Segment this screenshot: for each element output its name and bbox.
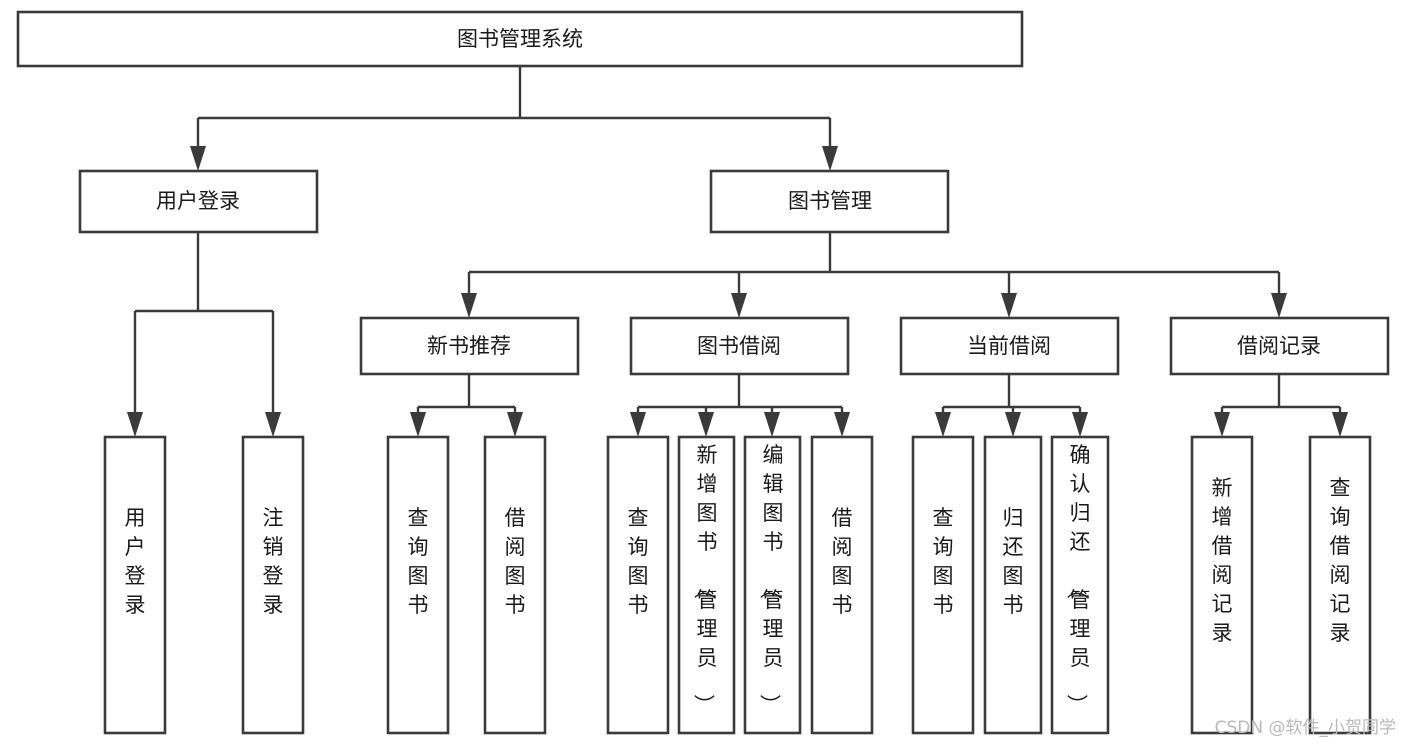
node-user-login-box[interactable] bbox=[78, 169, 319, 234]
leaf-borrow-book-1-label: 借阅图书 bbox=[505, 506, 526, 617]
leaf-borrow-book-2-box[interactable] bbox=[810, 435, 874, 735]
arrowhead-user-logout bbox=[265, 412, 281, 437]
connector-layer bbox=[127, 66, 1348, 437]
leaf-query-borrow-record[interactable]: 查询借阅记录 bbox=[1308, 435, 1372, 735]
node-new-book-recommend[interactable]: 新书推荐 bbox=[359, 316, 580, 376]
leaf-query-borrow-record-box[interactable] bbox=[1308, 435, 1372, 735]
leaf-add-book-admin-label: 新增图书（管理员） bbox=[692, 443, 718, 715]
leaf-edit-book-admin-box[interactable] bbox=[743, 435, 802, 735]
node-borrow-record[interactable]: 借阅记录 bbox=[1169, 316, 1390, 376]
leaf-add-book-admin[interactable]: 新增图书（管理员） bbox=[677, 435, 736, 735]
node-book-borrow[interactable]: 图书借阅 bbox=[629, 316, 850, 376]
arrowhead-borrow-record bbox=[1271, 293, 1287, 318]
leaf-query-book-2[interactable]: 查询图书 bbox=[606, 435, 670, 735]
node-new-book-recommend-box[interactable] bbox=[359, 316, 580, 376]
node-root-box[interactable] bbox=[16, 10, 1024, 68]
leaf-user-logout-box[interactable] bbox=[241, 435, 305, 735]
leaf-return-book[interactable]: 归还图书 bbox=[983, 435, 1043, 735]
node-borrow-record-box[interactable] bbox=[1169, 316, 1390, 376]
leaf-user-logout-label: 注销登录 bbox=[263, 506, 284, 617]
leaf-query-book-3-label: 查询图书 bbox=[933, 506, 954, 617]
leaf-confirm-return-admin-label: 确认归还（管理员） bbox=[1065, 443, 1091, 715]
arrowhead-query-borrow-record bbox=[1332, 412, 1348, 437]
leaf-borrow-book-1-box[interactable] bbox=[483, 435, 547, 735]
node-current-borrow-label: 当前借阅 bbox=[967, 334, 1051, 358]
arrowhead-borrow-book-2 bbox=[834, 412, 850, 437]
node-book-borrow-label: 图书借阅 bbox=[697, 334, 781, 358]
leaf-edit-book-admin-label: 编辑图书（管理员） bbox=[758, 443, 784, 715]
csdn-watermark: CSDN @软件_小贺同学 bbox=[1215, 718, 1396, 738]
arrowhead-query-book-2 bbox=[630, 412, 646, 437]
node-book-borrow-box[interactable] bbox=[629, 316, 850, 376]
leaf-add-borrow-record-box[interactable] bbox=[1190, 435, 1254, 735]
arrowhead-edit-book-admin bbox=[764, 412, 780, 437]
leaf-confirm-return-admin[interactable]: 确认归还（管理员） bbox=[1050, 435, 1110, 735]
node-user-login-label: 用户登录 bbox=[156, 189, 240, 213]
leaf-add-borrow-record[interactable]: 新增借阅记录 bbox=[1190, 435, 1254, 735]
leaf-add-borrow-record-label: 新增借阅记录 bbox=[1212, 476, 1233, 645]
node-book-management[interactable]: 图书管理 bbox=[709, 169, 950, 234]
leaf-query-book-1[interactable]: 查询图书 bbox=[386, 435, 450, 735]
arrowhead-query-book-3 bbox=[935, 412, 951, 437]
leaf-borrow-book-2[interactable]: 借阅图书 bbox=[810, 435, 874, 735]
leaf-query-book-3-box[interactable] bbox=[911, 435, 975, 735]
arrowhead-borrow-book-1 bbox=[507, 412, 523, 437]
node-current-borrow-box[interactable] bbox=[899, 316, 1120, 376]
leaf-return-book-box[interactable] bbox=[983, 435, 1043, 735]
node-current-borrow[interactable]: 当前借阅 bbox=[899, 316, 1120, 376]
leaf-user-login-do[interactable]: 用户登录 bbox=[103, 435, 167, 735]
leaf-confirm-return-admin-box[interactable] bbox=[1050, 435, 1110, 735]
leaf-user-login-do-label: 用户登录 bbox=[125, 506, 146, 617]
arrowhead-book-borrow bbox=[731, 293, 747, 318]
node-user-login[interactable]: 用户登录 bbox=[78, 169, 319, 234]
arrowhead-current-borrow bbox=[1001, 293, 1017, 318]
arrowhead-new-book-recommend bbox=[461, 293, 477, 318]
leaf-user-logout[interactable]: 注销登录 bbox=[241, 435, 305, 735]
node-book-management-label: 图书管理 bbox=[788, 189, 872, 213]
arrowhead-confirm-return-admin bbox=[1072, 412, 1088, 437]
leaf-query-borrow-record-label: 查询借阅记录 bbox=[1330, 476, 1351, 645]
arrowhead-user-login-do bbox=[127, 412, 143, 437]
arrowhead-book-management bbox=[822, 146, 838, 171]
leaf-borrow-book-1[interactable]: 借阅图书 bbox=[483, 435, 547, 735]
arrowhead-user-login bbox=[190, 146, 206, 171]
arrowhead-add-book-admin bbox=[698, 412, 714, 437]
leaf-query-book-1-label: 查询图书 bbox=[408, 506, 429, 617]
node-root-label: 图书管理系统 bbox=[457, 27, 583, 51]
leaf-edit-book-admin[interactable]: 编辑图书（管理员） bbox=[743, 435, 802, 735]
arrowhead-query-book-1 bbox=[410, 412, 426, 437]
arrowhead-add-borrow-record bbox=[1214, 412, 1230, 437]
node-borrow-record-label: 借阅记录 bbox=[1237, 334, 1321, 358]
leaf-query-book-2-box[interactable] bbox=[606, 435, 670, 735]
leaf-query-book-3[interactable]: 查询图书 bbox=[911, 435, 975, 735]
leaf-query-book-1-box[interactable] bbox=[386, 435, 450, 735]
leaf-add-book-admin-box[interactable] bbox=[677, 435, 736, 735]
node-new-book-recommend-label: 新书推荐 bbox=[427, 334, 511, 358]
leaf-return-book-label: 归还图书 bbox=[1003, 506, 1024, 617]
leaf-query-book-2-label: 查询图书 bbox=[628, 506, 649, 617]
arrowhead-return-book bbox=[1005, 412, 1021, 437]
leaf-user-login-do-box[interactable] bbox=[103, 435, 167, 735]
leaf-borrow-book-2-label: 借阅图书 bbox=[832, 506, 853, 617]
node-root[interactable]: 图书管理系统 bbox=[16, 10, 1024, 68]
node-book-management-box[interactable] bbox=[709, 169, 950, 234]
